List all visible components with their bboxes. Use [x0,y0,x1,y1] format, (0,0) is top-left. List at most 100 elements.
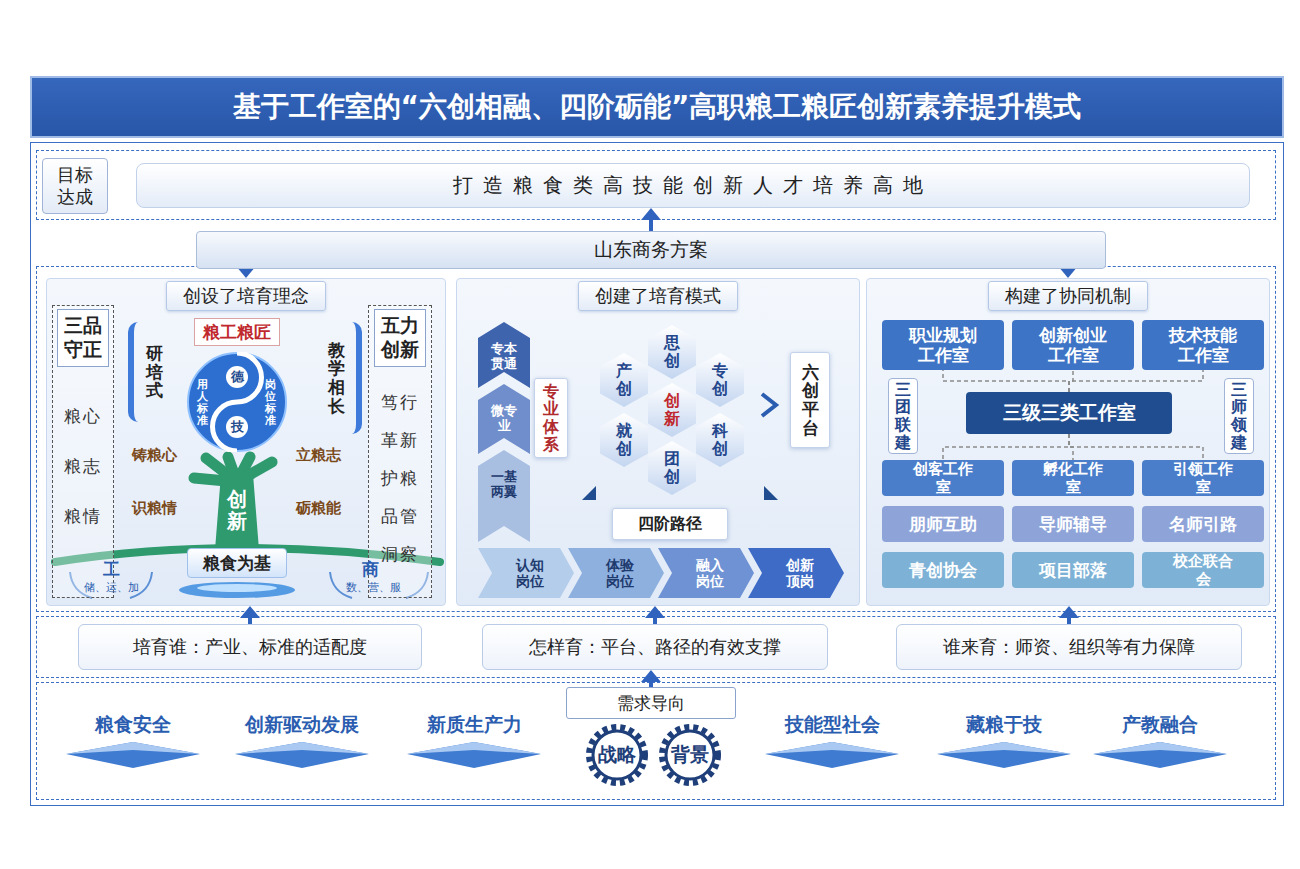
node-text: 三团联建 [895,381,911,451]
node-text: 微专业 [491,404,517,434]
node-text: 教学相长 [328,341,345,416]
right-chevron: 体验岗位 [568,548,664,598]
title-text: 基于工作室的“六创相融、四阶砺能”高职粮工粮匠创新素养提升模式 [233,88,1082,126]
node-text: 产教融合 [1122,712,1198,738]
connector [943,434,1069,460]
node-text: 用人标准 [197,379,208,427]
right-chevron: 创新顶岗 [748,548,844,598]
node-text: 粮食为基 [203,552,271,575]
connector [645,606,665,624]
hexagon: 科创 [696,413,744,467]
side-box: 三师领建 [1224,378,1254,454]
label: 商 [362,558,379,581]
hexagon: 团创 [648,441,696,495]
label: 创新 [227,488,247,532]
node-text: 名师引路 [1169,514,1237,534]
node-text: 朋师互助 [909,514,977,534]
studio-box: 技术技能工作室 [1142,320,1264,370]
right-chevron: 融入岗位 [658,548,754,598]
node-text: 目标达成 [57,164,93,207]
studio-box: 引领工作室 [1142,460,1264,496]
base-box: 粮食为基 [187,548,287,578]
node-text: 项目部落 [1039,560,1107,580]
node-text: 创客工作室 [910,460,976,497]
node-text: 六创平台 [802,363,819,438]
node-text: 体验岗位 [606,557,634,589]
node-text: 需求导向 [617,692,685,715]
node-text: 粮心 粮志 粮情 [63,391,104,541]
label: 工 [103,558,120,581]
demand-item: 技能型社会 [757,706,907,772]
demand-item: 藏粮于技 [929,706,1079,772]
node-text: 研培式 [146,344,163,400]
platform-box: 六创平台 [790,352,830,448]
node-text: 岗位标准 [265,379,276,427]
question-box: 怎样育：平台、路径的有效支撑 [482,624,828,670]
connector [1069,370,1203,392]
node-text: 创新驱动发展 [245,712,359,738]
node-text: 思创 [664,334,680,369]
path-box: 四阶路径 [612,508,728,540]
up-chevron: 一基两翼 [478,450,530,542]
studio-box: 创客工作室 [882,460,1004,496]
node-text: 认知岗位 [516,557,544,589]
panel: 构建了协同机制职业规划工作室创新创业工作室技术技能工作室三团联建三级三类工作室三… [866,278,1270,606]
system-box: 专业体系 [534,378,568,458]
label: 铸粮心 [132,446,177,465]
goal-box: 目标达成 [42,158,108,214]
node-text: 就创 [616,422,632,457]
gear: 战略 [585,723,649,787]
node-text: 专业体系 [543,383,559,453]
panel: 创设了培育理念三品守正粮心 粮志 粮情 研培式 粮工粮匠用人标准 德技 岗位标准 教学相长… [46,278,446,606]
demand-item: 粮食安全 [58,706,208,772]
label: 识粮情 [132,499,177,518]
node-text: 职业规划工作室 [906,325,979,366]
node-text: 融入岗位 [696,557,724,589]
method-pill: 研培式 [128,322,174,422]
node-text: 技 [228,418,246,436]
connector [240,606,260,624]
mentor-box: 朋师互助 [882,506,1004,542]
node-text: 山东商务方案 [594,237,708,263]
studio-box: 孵化工作室 [1012,460,1134,496]
node-text: 德 [228,368,246,386]
studio-box: 职业规划工作室 [882,320,1004,370]
demand-item: 产教融合 [1085,706,1235,772]
mentor-box: 导师辅导 [1012,506,1134,542]
right-chevron: 认知岗位 [478,548,574,598]
node-text: 团创 [664,450,680,485]
node-text: 三级三类工作室 [1003,400,1136,426]
hexagon: 就创 [600,413,648,467]
node-text: 三品守正 [57,309,109,367]
question-box: 培育谁：产业、标准的适配度 [78,624,422,670]
node-text: 背景 [671,742,709,768]
demand-box: 需求导向 [566,687,736,719]
node-text: 科创 [712,422,728,457]
node-text: 战略 [598,742,636,768]
mentor-box: 名师引路 [1142,506,1264,542]
node-text: 四阶路径 [638,514,702,535]
label: 立粮志 [296,446,341,465]
node-text: 五力创新 [374,309,426,367]
panel-heading: 创设了培育理念 [166,281,326,311]
node-text: 笃行 革新 护粮 品管 洞察 [380,383,421,573]
yin-yang-circle: 用人标准 德技 岗位标准 [187,352,287,452]
panel-heading: 创建了培育模式 [578,281,738,311]
node-text: 培育谁：产业、标准的适配度 [133,635,367,659]
node-text: 专创 [712,362,728,397]
question-box: 谁来育：师资、组织等有力保障 [896,624,1242,670]
title-band: 基于工作室的“六创相融、四阶砺能”高职粮工粮匠创新素养提升模式 [30,76,1284,138]
hexagon: 创新 [648,383,696,437]
value-column: 五力创新笃行 革新 护粮 品管 洞察 [368,305,432,598]
node-text: 创新 [664,392,680,427]
core-box: 粮工粮匠 [194,318,280,346]
value-column: 三品守正粮心 粮志 粮情 [52,305,114,598]
label: 砺粮能 [296,499,341,518]
hexagon: 专创 [696,353,744,407]
node-text: 创新顶岗 [786,557,814,589]
scheme-band: 山东商务方案 [196,231,1106,269]
node-text: 引领工作室 [1170,460,1236,497]
panel-heading: 构建了协同机制 [988,281,1148,311]
demand-item: 创新驱动发展 [227,706,377,772]
